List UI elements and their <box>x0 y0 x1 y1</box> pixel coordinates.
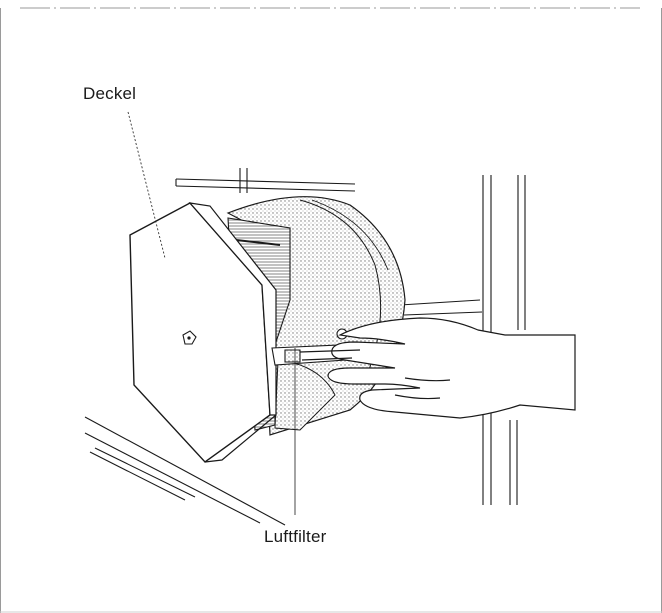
air-filter-label: Luftfilter <box>264 527 327 546</box>
hand-illustration <box>299 317 576 419</box>
cover-panel <box>129 202 277 463</box>
cover-label: Deckel <box>83 84 137 103</box>
leader-lines <box>127 111 296 515</box>
housing-lines <box>84 168 526 526</box>
